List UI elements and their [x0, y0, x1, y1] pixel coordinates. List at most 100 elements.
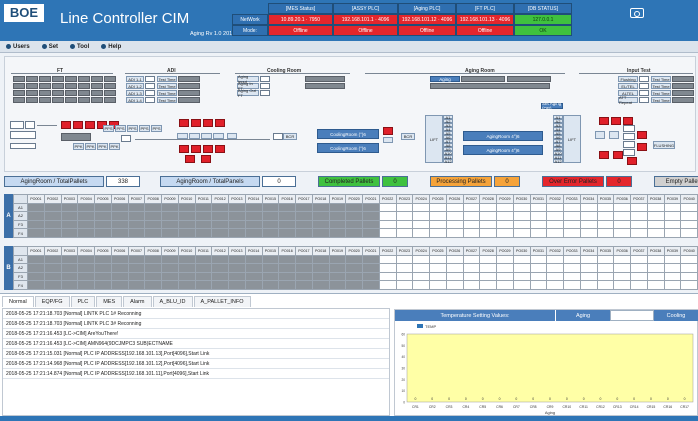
ft-cell[interactable]	[65, 76, 77, 82]
ft-cell[interactable]	[78, 76, 90, 82]
grid-cell[interactable]	[328, 219, 347, 230]
ft-cell[interactable]	[13, 97, 25, 103]
grid-cell[interactable]	[445, 263, 464, 273]
grid-cell[interactable]	[311, 263, 330, 273]
grid-cell[interactable]	[445, 254, 464, 265]
grid-cell[interactable]	[345, 219, 363, 230]
aging-room-1[interactable]: AgingRoom 4°)6	[463, 131, 543, 141]
grid-cell[interactable]	[462, 228, 481, 238]
grid-cell[interactable]	[278, 211, 296, 221]
grid-cell[interactable]	[211, 228, 229, 238]
grid-cell[interactable]	[613, 228, 631, 238]
grid-cell[interactable]	[328, 280, 347, 290]
grid-cell[interactable]	[244, 202, 263, 213]
grid-cell[interactable]	[496, 211, 514, 221]
setting-value-field[interactable]	[610, 310, 654, 321]
grid-cell[interactable]	[244, 211, 263, 221]
grid-cell[interactable]	[563, 202, 581, 213]
grid-cell[interactable]	[177, 263, 196, 273]
grid-cell[interactable]	[630, 254, 648, 265]
aging-room-2[interactable]: AgingRoom 4°)6	[463, 145, 543, 155]
grid-cell[interactable]	[596, 280, 615, 290]
ft-cell[interactable]	[78, 90, 90, 96]
grid-cell[interactable]	[362, 202, 380, 213]
grid-cell[interactable]	[328, 263, 347, 273]
ft-cell[interactable]	[91, 83, 103, 89]
grid-cell[interactable]	[496, 271, 514, 282]
grid-cell[interactable]	[429, 228, 447, 238]
grid-cell[interactable]	[177, 228, 196, 238]
grid-cell[interactable]	[328, 202, 347, 213]
grid-cell[interactable]	[529, 202, 548, 213]
grid-cell[interactable]	[228, 228, 246, 238]
grid-cell[interactable]	[395, 263, 414, 273]
alarm-indicator[interactable]	[85, 121, 95, 129]
grid-cell[interactable]	[579, 211, 598, 221]
grid-cell[interactable]	[378, 202, 397, 213]
log-list[interactable]: 2018-05-25 17:21:18.703 [Normal] LINTK P…	[2, 308, 390, 416]
grid-cell[interactable]	[579, 202, 598, 213]
grid-cell[interactable]	[211, 280, 229, 290]
alarm-indicator[interactable]	[599, 117, 609, 125]
grid-cell[interactable]	[496, 228, 514, 238]
grid-cell[interactable]	[395, 271, 414, 282]
grid-cell[interactable]	[646, 254, 665, 265]
grid-cell[interactable]	[362, 211, 380, 221]
grid-cell[interactable]	[94, 263, 112, 273]
grid-cell[interactable]	[127, 280, 146, 290]
grid-cell[interactable]	[646, 263, 665, 273]
grid-cell[interactable]	[462, 254, 481, 265]
grid-cell[interactable]	[228, 280, 246, 290]
grid-cell[interactable]	[680, 280, 698, 290]
grid-cell[interactable]	[27, 254, 45, 265]
grid-cell[interactable]	[462, 263, 481, 273]
tab-eqp-fg[interactable]: EQP/FG	[34, 296, 70, 307]
grid-cell[interactable]	[60, 263, 79, 273]
grid-cell[interactable]	[630, 228, 648, 238]
grid-cell[interactable]	[395, 211, 414, 221]
grid-cell[interactable]	[43, 219, 62, 230]
grid-cell[interactable]	[244, 271, 263, 282]
grid-cell[interactable]	[546, 254, 564, 265]
grid-cell[interactable]	[110, 219, 129, 230]
grid-cell[interactable]	[362, 228, 380, 238]
grid-cell[interactable]	[161, 202, 179, 213]
grid-cell[interactable]	[345, 280, 363, 290]
grid-cell[interactable]	[378, 254, 397, 265]
grid-cell[interactable]	[228, 254, 246, 265]
grid-cell[interactable]	[261, 263, 280, 273]
grid-cell[interactable]	[228, 211, 246, 221]
grid-cell[interactable]	[161, 254, 179, 265]
grid-cell[interactable]	[529, 219, 548, 230]
grid-cell[interactable]	[110, 271, 129, 282]
grid-cell[interactable]	[395, 254, 414, 265]
grid-cell[interactable]	[345, 254, 363, 265]
cooling-value[interactable]	[260, 76, 270, 82]
grid-cell[interactable]	[479, 219, 497, 230]
grid-cell[interactable]	[177, 271, 196, 282]
grid-cell[interactable]	[479, 228, 497, 238]
grid-cell[interactable]	[445, 219, 464, 230]
grid-cell[interactable]	[94, 280, 112, 290]
grid-cell[interactable]	[194, 271, 213, 282]
alarm-indicator[interactable]	[201, 155, 211, 163]
grid-cell[interactable]	[27, 219, 45, 230]
ft-cell[interactable]	[78, 97, 90, 103]
grid-cell[interactable]	[194, 263, 213, 273]
camera-icon[interactable]	[630, 8, 644, 18]
alarm-indicator[interactable]	[637, 131, 647, 139]
grid-cell[interactable]	[579, 228, 598, 238]
grid-cell[interactable]	[278, 271, 296, 282]
ft-cell[interactable]	[52, 76, 64, 82]
grid-cell[interactable]	[94, 211, 112, 221]
grid-cell[interactable]	[127, 202, 146, 213]
grid-cell[interactable]	[462, 280, 481, 290]
grid-cell[interactable]	[429, 263, 447, 273]
grid-cell[interactable]	[546, 263, 564, 273]
alarm-indicator[interactable]	[611, 117, 621, 125]
grid-cell[interactable]	[412, 254, 430, 265]
grid-cell[interactable]	[211, 211, 229, 221]
ft-cell[interactable]	[26, 97, 38, 103]
grid-cell[interactable]	[362, 254, 380, 265]
grid-cell[interactable]	[596, 211, 615, 221]
